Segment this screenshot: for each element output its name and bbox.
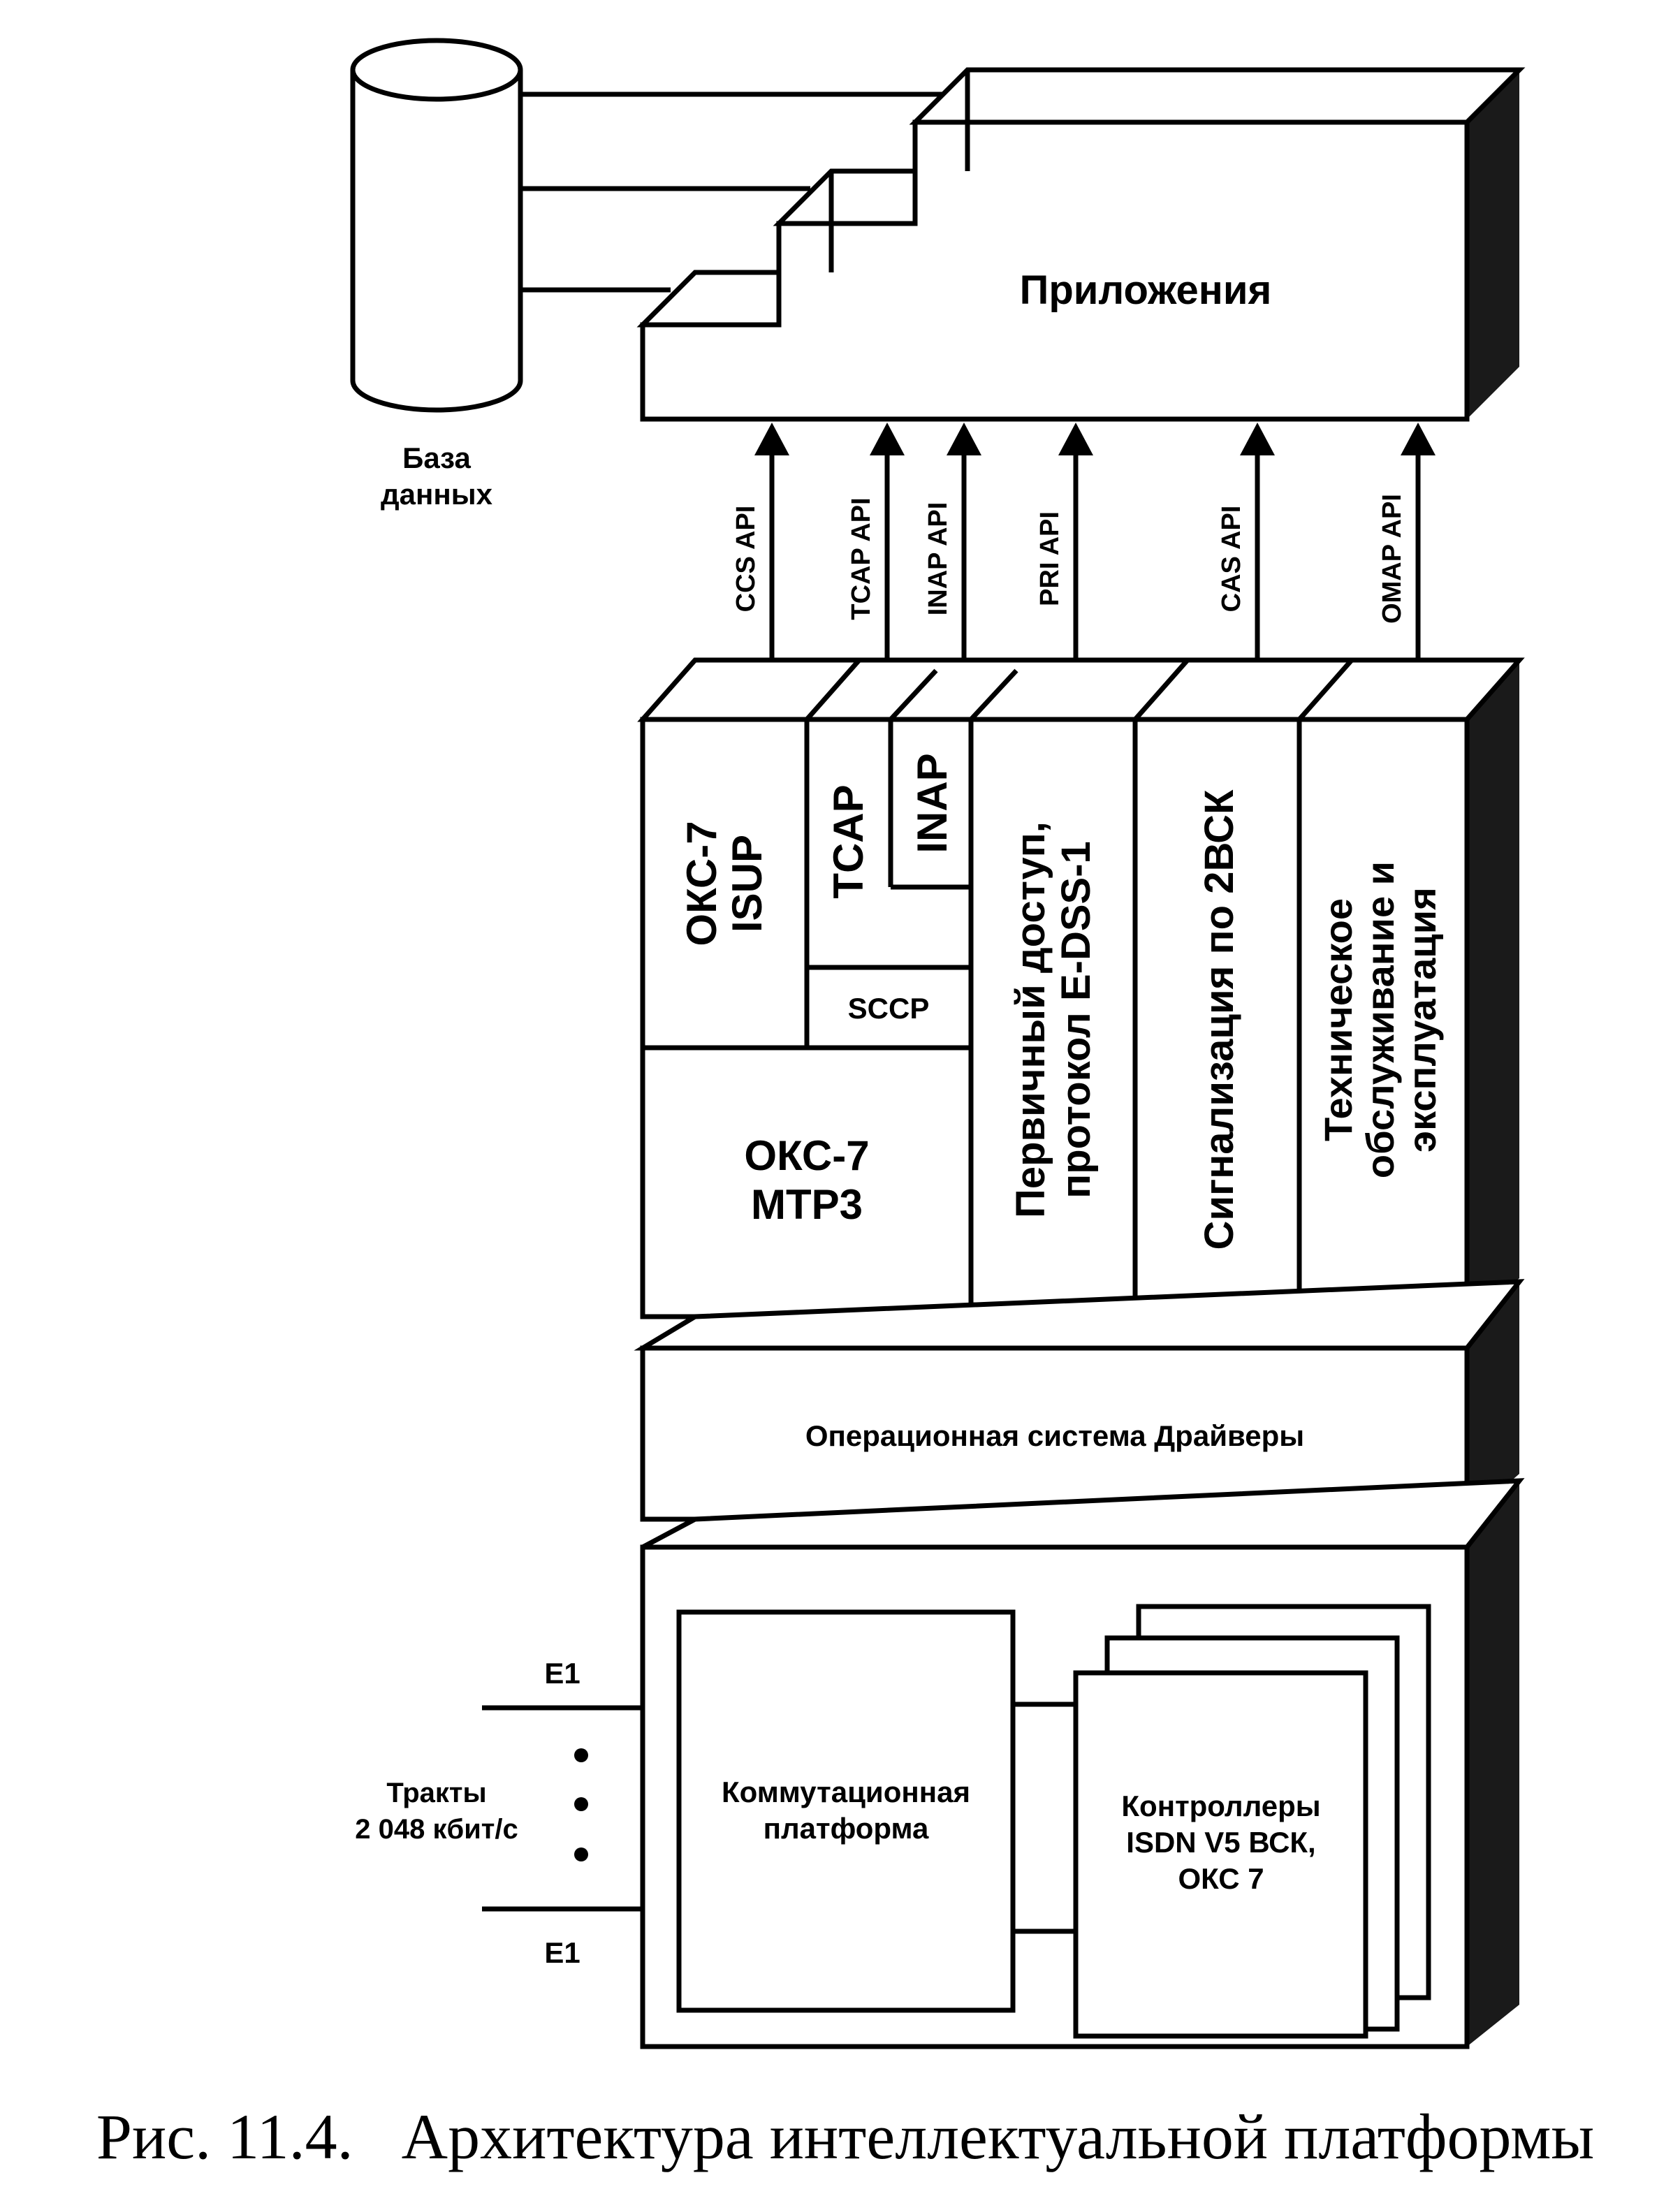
controllers-label-line1: Контроллеры bbox=[1121, 1790, 1320, 1822]
e1-top-label: E1 bbox=[544, 1657, 580, 1690]
cas-label: Сигнализация по 2ВСК bbox=[1197, 789, 1242, 1250]
controllers-label-line2: ISDN V5 ВСК, bbox=[1126, 1826, 1315, 1859]
database-label-line1: База bbox=[402, 441, 471, 474]
inap-label: INAP bbox=[909, 753, 956, 853]
trunks-label-line1: Тракты bbox=[386, 1778, 486, 1808]
tcap-label: TCAP bbox=[825, 784, 872, 898]
pri-label-line1: Первичный доступ, bbox=[1008, 821, 1053, 1218]
switching-platform-label-line1: Коммутационная bbox=[722, 1776, 970, 1808]
omap-label-line2: обслуживание и bbox=[1358, 861, 1402, 1178]
os-layer-label: Операционная система Драйверы bbox=[805, 1419, 1304, 1452]
database-label-line2: данных bbox=[381, 478, 493, 511]
applications-block bbox=[636, 67, 1526, 422]
controllers-stack bbox=[1073, 1604, 1431, 2039]
api-label-ccs: CCS API bbox=[731, 506, 761, 613]
omap-label-line3: эксплуатация bbox=[1400, 887, 1444, 1152]
controllers-label-line3: ОКС 7 bbox=[1178, 1862, 1264, 1895]
figure-caption: Рис. 11.4. Архитектура интеллектуальной … bbox=[96, 2101, 1594, 2172]
database bbox=[350, 38, 523, 413]
applications-label: Приложения bbox=[1020, 268, 1272, 313]
pri-label-line2: протокол E-DSS-1 bbox=[1053, 841, 1099, 1199]
e1-bottom-label: E1 bbox=[544, 1936, 580, 1969]
switching-platform-label-line2: платформа bbox=[764, 1812, 929, 1845]
protocol-stack-block bbox=[637, 657, 1525, 1319]
api-label-pri: PRI API bbox=[1035, 511, 1065, 606]
isup-label-line1: ОКС-7 bbox=[678, 821, 725, 946]
api-label-cas: CAS API bbox=[1217, 506, 1246, 613]
api-label-omap: OMAP API bbox=[1378, 494, 1407, 624]
os-layer-block bbox=[634, 1279, 1525, 1522]
mtp3-label-line2: МТР3 bbox=[751, 1181, 863, 1228]
mtp3-label-line1: ОКС-7 bbox=[744, 1132, 869, 1179]
sccp-label: SCCP bbox=[848, 992, 930, 1025]
isup-label-line2: ISUP bbox=[724, 835, 770, 932]
trunks-label-line2: 2 048 кбит/с bbox=[355, 1814, 518, 1845]
api-label-inap: INAP API bbox=[923, 502, 953, 616]
api-label-tcap: TCAP API bbox=[847, 497, 876, 620]
switching-platform-box bbox=[676, 1609, 1016, 2013]
omap-label-line1: Техническое bbox=[1316, 898, 1360, 1141]
ellipsis-dots bbox=[574, 1748, 588, 1861]
api-arrows bbox=[754, 423, 1436, 671]
